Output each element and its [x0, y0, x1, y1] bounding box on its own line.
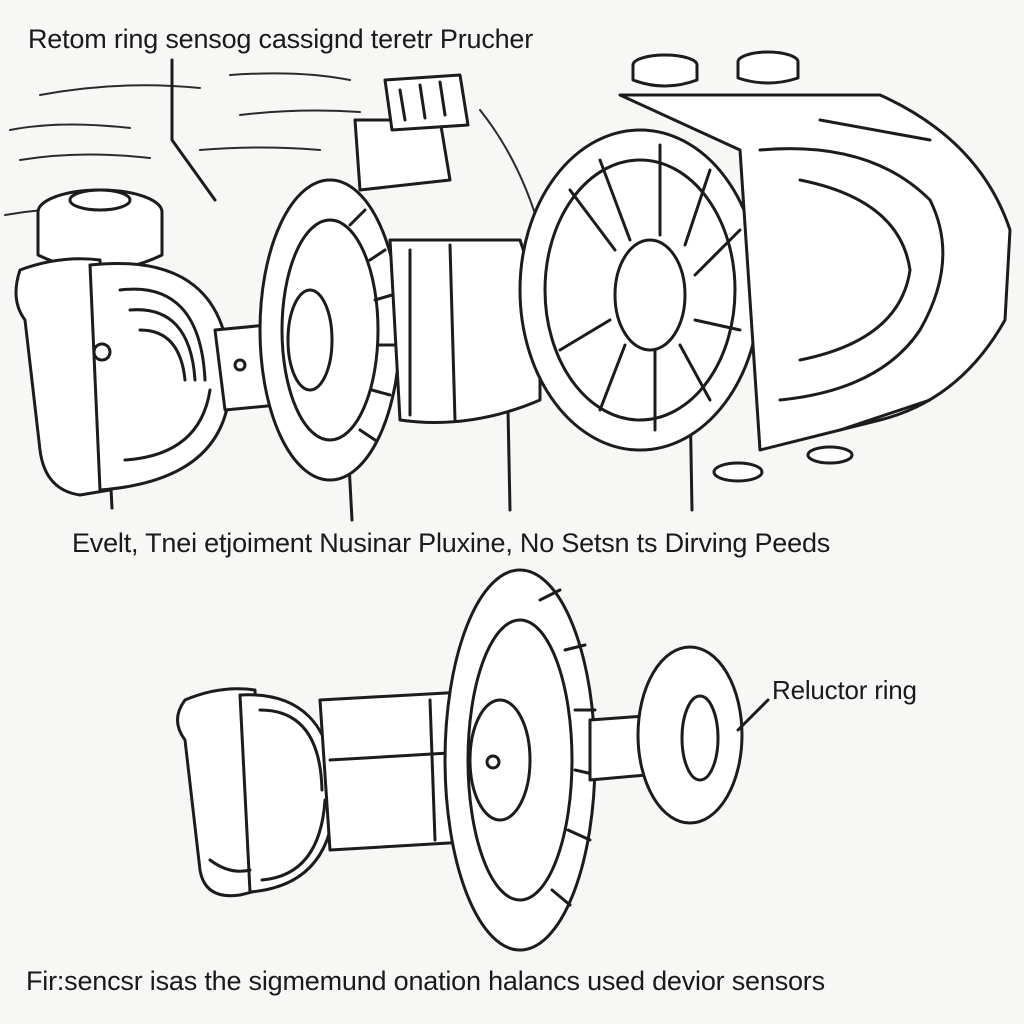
reluctor-ring: [636, 645, 744, 825]
callout-line-top: [170, 58, 217, 202]
reluctor-callout-line: [736, 698, 770, 732]
top-caption: Retom ring sensog cassignd teretr Pruche…: [28, 24, 534, 54]
left-housing: [14, 257, 112, 497]
reluctor-ring-label: Reluctor ring: [772, 675, 917, 705]
bottom-caption: Fir:sencsr isas the sigmemund onation ha…: [26, 966, 825, 996]
large-wheel: [518, 128, 762, 452]
upper-assembly-drawing: [4, 50, 1012, 522]
middle-caption: Evelt, Tnei etjoiment Nusinar Pluxine, N…: [72, 528, 831, 558]
reluctor-assembly-drawing: [176, 568, 770, 952]
